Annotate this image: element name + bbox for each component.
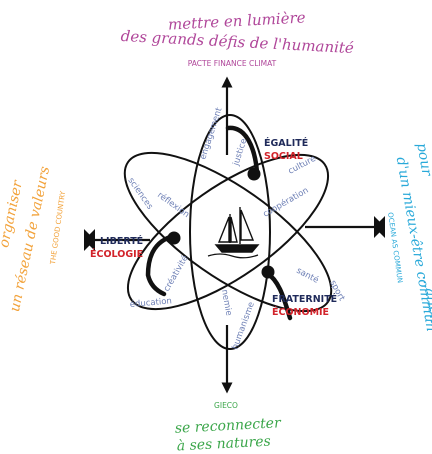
goal-bottom-sub: GIECO: [214, 401, 238, 410]
goal-bottom-line2: à ses natures: [176, 434, 271, 454]
goal-bottom-line1: se reconnecter: [174, 415, 282, 437]
pair-ecologie: ÉCOLOGIE: [90, 248, 143, 260]
pair-social: SOCIAL: [264, 151, 303, 162]
pair-egalite: ÉGALITÉ: [264, 137, 308, 149]
pair-fraternite: FRATERNITÉ: [272, 293, 337, 305]
goal-top-line2: des grands défis de l'humanité: [120, 27, 354, 57]
knob-right: [261, 265, 275, 279]
pair-liberte: LIBERTÉ: [100, 235, 143, 247]
word-reflexion: réflexion: [155, 190, 191, 221]
orbit-vertical: [189, 114, 271, 350]
goal-left-sub: THE GOOD COUNTRY: [49, 190, 67, 266]
pair-economie: ÉCONOMIE: [272, 306, 329, 318]
knob-left: [167, 231, 181, 245]
word-engagement: engagement: [198, 106, 224, 161]
orbits: [123, 114, 333, 350]
axis-end-left: [84, 229, 95, 251]
goal-right-sub: OCEAN AS COMMUN: [386, 212, 404, 284]
word-nemie: nemie: [219, 289, 233, 317]
orbit-diagonal-2: [126, 153, 330, 311]
goal-top-sub: PACTE FINANCE CLIMAT: [188, 59, 277, 68]
pairs: ÉGALITÉ SOCIAL LIBERTÉ ÉCOLOGIE FRATERNI…: [90, 137, 337, 318]
word-education: éducation: [129, 295, 172, 310]
orbit-diagonal-1: [123, 151, 333, 313]
word-creativite: créativité: [161, 253, 191, 293]
goal-right-line1: pour: [413, 142, 432, 179]
knob-top: [247, 167, 261, 181]
goal-top: mettre en lumière des grands défis de l'…: [120, 8, 354, 68]
goal-left: organiser un réseau de valeurs THE GOOD …: [0, 165, 67, 313]
goal-bottom: GIECO se reconnecter à ses natures: [174, 401, 282, 454]
goal-right: pour d'un mieux-être commun ...ation OCE…: [386, 142, 432, 333]
axes: [84, 76, 385, 394]
word-sante: santé: [295, 265, 321, 286]
knobs: [167, 167, 275, 279]
word-justice: justice: [231, 137, 249, 167]
sailboat-icon: [207, 207, 260, 259]
axis-end-right: [374, 216, 385, 238]
